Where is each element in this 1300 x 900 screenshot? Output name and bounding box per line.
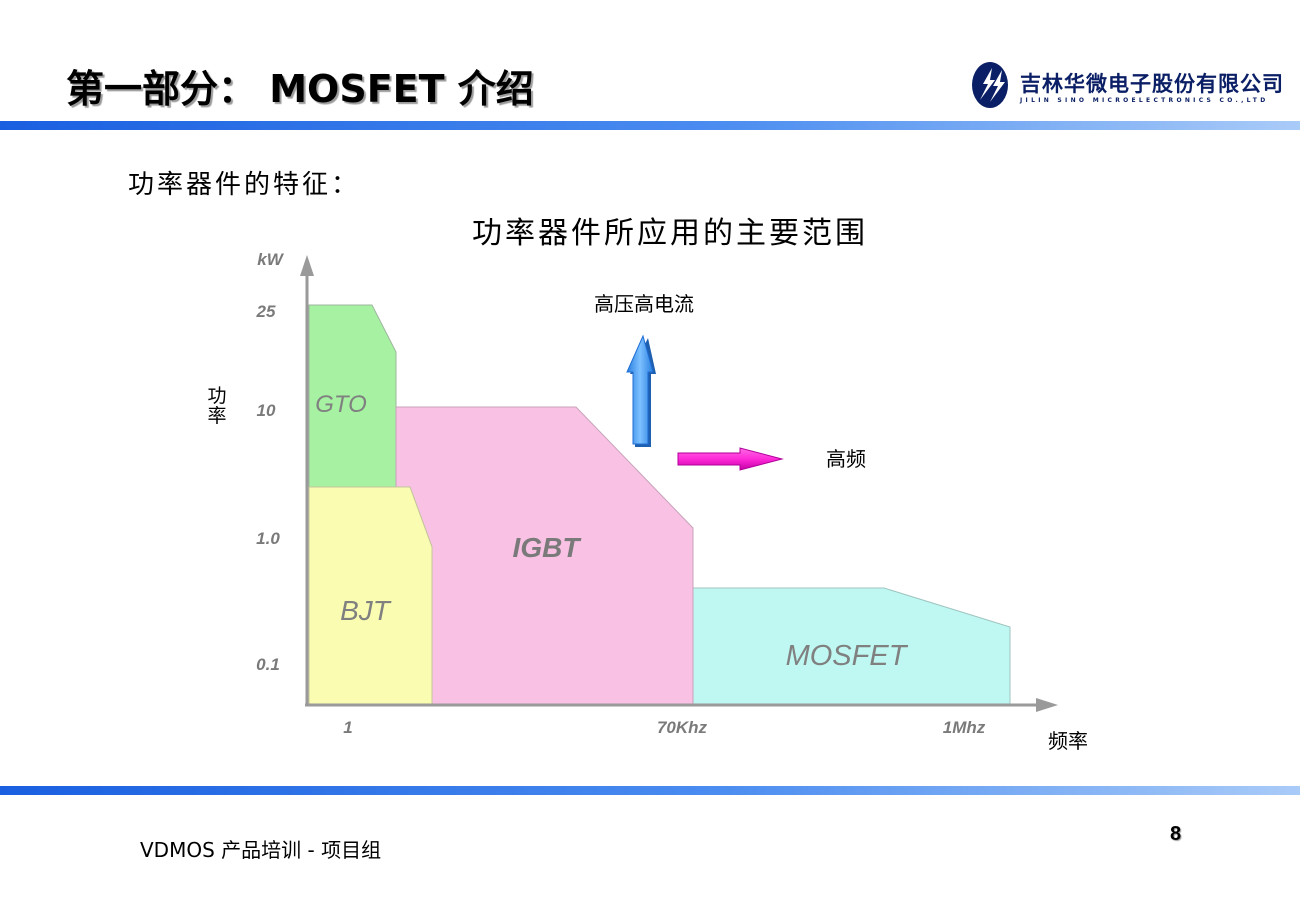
section-subtitle: 功率器件的特征： [128, 170, 361, 200]
x-tick-label: 1Mhz [943, 718, 986, 737]
region-label-igbt: IGBT [513, 532, 583, 563]
region-label-mosfet: MOSFET [786, 640, 909, 672]
y-axis-label: 功率 [207, 385, 226, 427]
y-tick-label: 10 [257, 401, 276, 420]
company-logo: 吉林华微电子股份有限公司 JILIN SINO MICROELECTRONICS… [968, 60, 1283, 112]
y-tick-label: 25 [256, 302, 276, 321]
slide-title: 第一部分： MOSFET 介绍 [66, 67, 534, 111]
x-tick-label: 1 [343, 718, 352, 737]
header-divider-bar [0, 121, 1300, 130]
diagram-title: 功率器件所应用的主要范围 [472, 216, 868, 251]
footer-text: VDMOS 产品培训 - 项目组 [140, 838, 382, 862]
y-tick-label: 0.1 [256, 655, 280, 674]
x-tick-label: 70Khz [657, 718, 708, 737]
y-axis-unit: kW [257, 250, 284, 269]
y-axis-arrowhead [300, 255, 314, 276]
company-name: 吉林华微电子股份有限公司 [1020, 72, 1284, 96]
power-device-range-diagram: 功率器件所应用的主要范围 GTO IGBT BJT MOSFET kW 25 1… [207, 216, 1088, 753]
company-logo-icon [972, 62, 1008, 108]
x-axis-label: 频率 [1048, 729, 1088, 753]
arrow-up-label: 高压高电流 [594, 292, 694, 316]
page-number: 8 [1170, 823, 1182, 845]
x-axis-arrowhead [1036, 698, 1058, 712]
arrow-right-icon [677, 447, 784, 471]
region-label-gto: GTO [315, 391, 367, 418]
arrow-up-icon [626, 334, 656, 447]
arrow-right-label: 高频 [826, 447, 866, 471]
y-tick-label: 1.0 [256, 529, 280, 548]
footer-divider-bar [0, 786, 1300, 795]
region-label-bjt: BJT [340, 595, 392, 626]
company-name-english: JILIN SINO MICROELECTRONICS CO.,LTD [1020, 97, 1269, 104]
region-bjt [308, 486, 433, 705]
